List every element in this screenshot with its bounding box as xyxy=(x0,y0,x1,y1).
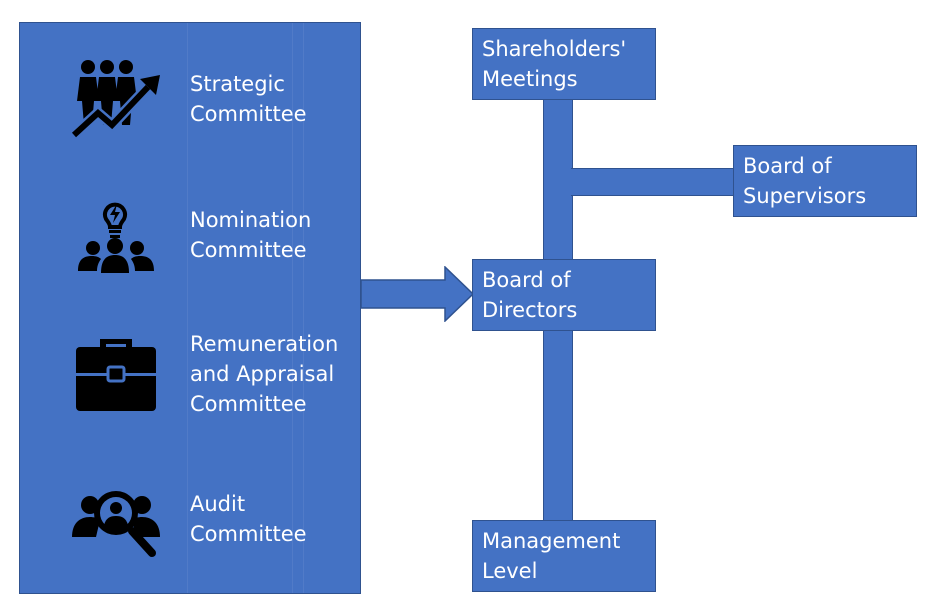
committee-label: Audit Committee xyxy=(190,492,307,546)
panel-divider xyxy=(303,23,304,593)
audit-committee: Audit Committee xyxy=(20,475,362,575)
committee-label: Remuneration and Appraisal Committee xyxy=(190,332,339,416)
team-growth-icon xyxy=(70,53,162,145)
committees-panel: Strategic Committee No xyxy=(19,22,361,594)
panel-divider xyxy=(187,23,188,593)
board-of-supervisors-box: Board of Supervisors xyxy=(733,145,917,217)
nomination-committee: Nomination Committee xyxy=(20,191,362,291)
search-people-icon xyxy=(70,475,162,567)
panel-to-board-arrow xyxy=(360,265,475,323)
board-of-directors-box: Board of Directors xyxy=(472,259,656,331)
briefcase-icon xyxy=(70,329,162,421)
committee-label: Nomination Committee xyxy=(190,208,312,262)
committee-label: Strategic Committee xyxy=(190,72,307,126)
remuneration-appraisal-committee: Remuneration and Appraisal Committee xyxy=(20,325,362,425)
panel-divider xyxy=(292,23,293,593)
supervisors-connector xyxy=(571,168,735,196)
idea-team-icon xyxy=(70,191,162,283)
strategic-committee: Strategic Committee xyxy=(20,53,362,153)
shareholders-meetings-box: Shareholders' Meetings xyxy=(472,28,656,100)
management-level-box: Management Level xyxy=(472,520,656,592)
